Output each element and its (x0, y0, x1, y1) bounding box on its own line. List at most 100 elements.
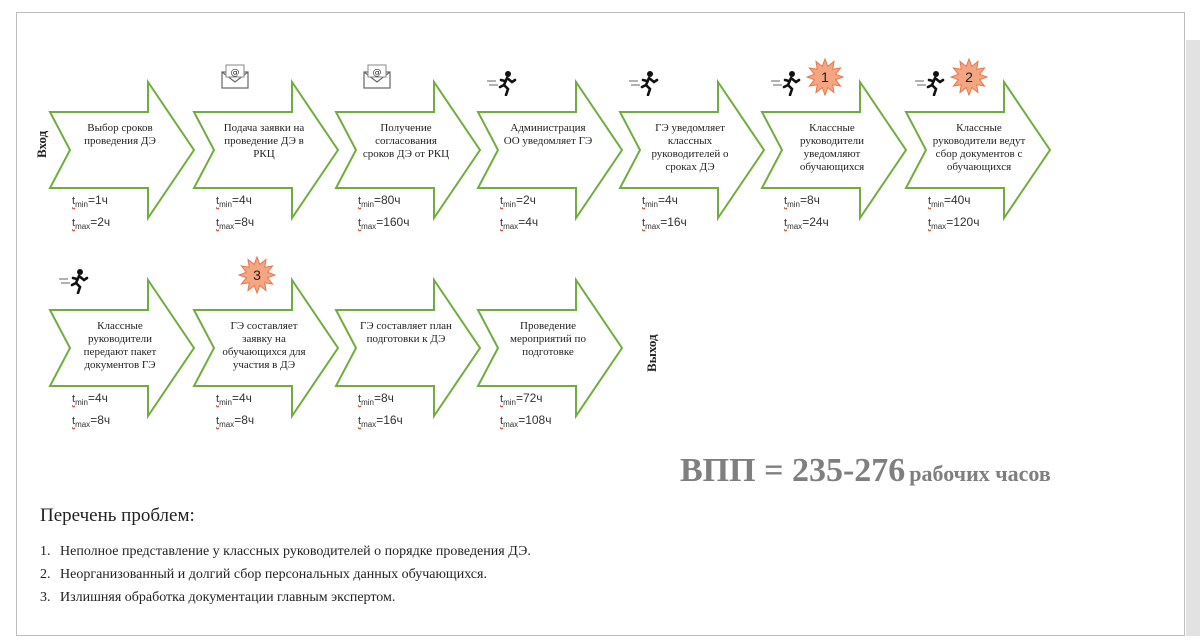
tmax-row: tmax=8ч (216, 413, 255, 430)
problem-item: 1.Неполное представление у классных руко… (40, 544, 531, 559)
problems-list: 1.Неполное представление у классных руко… (40, 542, 531, 611)
step-label: ГЭ составляет заявку на обучающихся для … (222, 320, 306, 371)
step-arrow (476, 78, 624, 222)
step-times: tmin=8ч tmax=24ч (784, 192, 829, 236)
runner-icon (486, 70, 520, 101)
step-times: tmin=4ч tmax=16ч (642, 192, 687, 236)
process-step: Проведение мероприятий по подготовке (476, 276, 624, 420)
exit-label: Выход (644, 334, 659, 372)
problem-burst-icon: 3 (237, 255, 277, 299)
tmax-value: =8ч (234, 413, 255, 427)
step-times: tmin=40ч tmax=120ч (928, 192, 979, 236)
step-label: Классные руководители уведомляют обучающ… (799, 122, 865, 173)
process-step: Классные руководители уведомляют обучающ… (760, 78, 908, 222)
step-times: tmin=4ч tmax=8ч (72, 390, 110, 434)
diagram-frame (16, 12, 1185, 636)
tmax-row: tmax=8ч (72, 413, 111, 430)
step-times: tmin=8ч tmax=16ч (358, 390, 403, 434)
step-arrow (476, 276, 624, 420)
tmax-value: =8ч (234, 215, 255, 229)
problem-burst-icon: 1 (805, 57, 845, 101)
side-stripe (1186, 40, 1200, 636)
step-arrow (904, 78, 1052, 222)
tmin-value: =4ч (231, 193, 252, 207)
tmin-value: =72ч (515, 391, 543, 405)
process-step: ГЭ составляет заявку на обучающихся для … (192, 276, 340, 420)
email-icon: @ (220, 64, 250, 95)
tmax-row: tmax=120ч (928, 215, 980, 232)
step-times: tmin=80ч tmax=160ч (358, 192, 409, 236)
step-arrow (334, 276, 482, 420)
vpp-total: ВПП = 235-276 рабочих часов (680, 452, 1051, 490)
step-arrow (618, 78, 766, 222)
svg-text:1: 1 (821, 69, 829, 85)
tmin-value: =4ч (87, 391, 108, 405)
vpp-value: ВПП = 235-276 (680, 452, 906, 489)
step-label: Проведение мероприятий по подготовке (510, 320, 586, 358)
tmax-value: =2ч (90, 215, 111, 229)
tmax-value: =16ч (376, 413, 403, 427)
tmin-value: =2ч (515, 193, 536, 207)
tmin-row: tmin=4ч (216, 193, 252, 210)
step-arrow (192, 276, 340, 420)
step-arrow (48, 78, 196, 222)
tmax-value: =4ч (518, 215, 539, 229)
step-label: Выбор сроков проведения ДЭ (84, 122, 156, 147)
process-step: ГЭ уведомляет классных руководителей о с… (618, 78, 766, 222)
step-label: Подача заявки на проведение ДЭ в РКЦ (223, 122, 305, 160)
problem-item: 2.Неорганизованный и долгий сбор персона… (40, 567, 487, 582)
tmax-row: tmax=16ч (358, 413, 403, 430)
step-arrow (334, 78, 482, 222)
tmax-row: tmax=4ч (500, 215, 539, 232)
svg-text:2: 2 (965, 69, 973, 85)
runner-icon (770, 70, 804, 101)
tmin-row: tmin=40ч (928, 193, 971, 210)
tmax-row: tmax=24ч (784, 215, 829, 232)
tmin-value: =8ч (799, 193, 820, 207)
tmin-row: tmin=4ч (72, 391, 108, 408)
svg-text:@: @ (231, 68, 240, 78)
problem-burst-icon: 2 (949, 57, 989, 101)
tmin-value: =80ч (373, 193, 401, 207)
tmin-row: tmin=1ч (72, 193, 108, 210)
runner-icon (914, 70, 948, 101)
tmax-row: tmax=16ч (642, 215, 687, 232)
process-step: ГЭ составляет план подготовки к ДЭ (334, 276, 482, 420)
runner-icon (58, 268, 92, 299)
tmin-value: =1ч (87, 193, 108, 207)
tmin-row: tmin=4ч (216, 391, 252, 408)
tmin-row: tmin=8ч (358, 391, 394, 408)
process-step: Классные руководители ведут сбор докумен… (904, 78, 1052, 222)
tmin-value: =4ч (231, 391, 252, 405)
tmax-row: tmax=160ч (358, 215, 410, 232)
tmin-row: tmin=8ч (784, 193, 820, 210)
vpp-unit: рабочих часов (909, 461, 1051, 486)
step-label: Получение согласования сроков ДЭ от РКЦ (362, 122, 450, 160)
runner-icon (628, 70, 662, 101)
step-label: Классные руководители ведут сбор докумен… (932, 122, 1026, 173)
tmin-row: tmin=80ч (358, 193, 401, 210)
svg-text:3: 3 (253, 267, 261, 283)
tmax-value: =8ч (90, 413, 111, 427)
process-step: Администрация ОО уведомляет ГЭ (476, 78, 624, 222)
tmax-row: tmax=2ч (72, 215, 111, 232)
svg-text:@: @ (373, 68, 382, 78)
problem-item: 3.Излишняя обработка документации главны… (40, 590, 396, 605)
tmin-row: tmin=4ч (642, 193, 678, 210)
problems-title: Перечень проблем: (40, 505, 195, 526)
step-times: tmin=4ч tmax=8ч (216, 390, 254, 434)
tmax-value: =16ч (660, 215, 687, 229)
tmax-value: =120ч (946, 215, 980, 229)
tmin-value: =40ч (943, 193, 971, 207)
tmax-row: tmax=8ч (216, 215, 255, 232)
step-label: Администрация ОО уведомляет ГЭ (503, 122, 593, 147)
tmax-value: =24ч (802, 215, 829, 229)
step-arrow (192, 78, 340, 222)
tmax-value: =108ч (518, 413, 552, 427)
tmin-row: tmin=72ч (500, 391, 543, 408)
email-icon: @ (362, 64, 392, 95)
tmin-value: =4ч (657, 193, 678, 207)
tmin-value: =8ч (373, 391, 394, 405)
